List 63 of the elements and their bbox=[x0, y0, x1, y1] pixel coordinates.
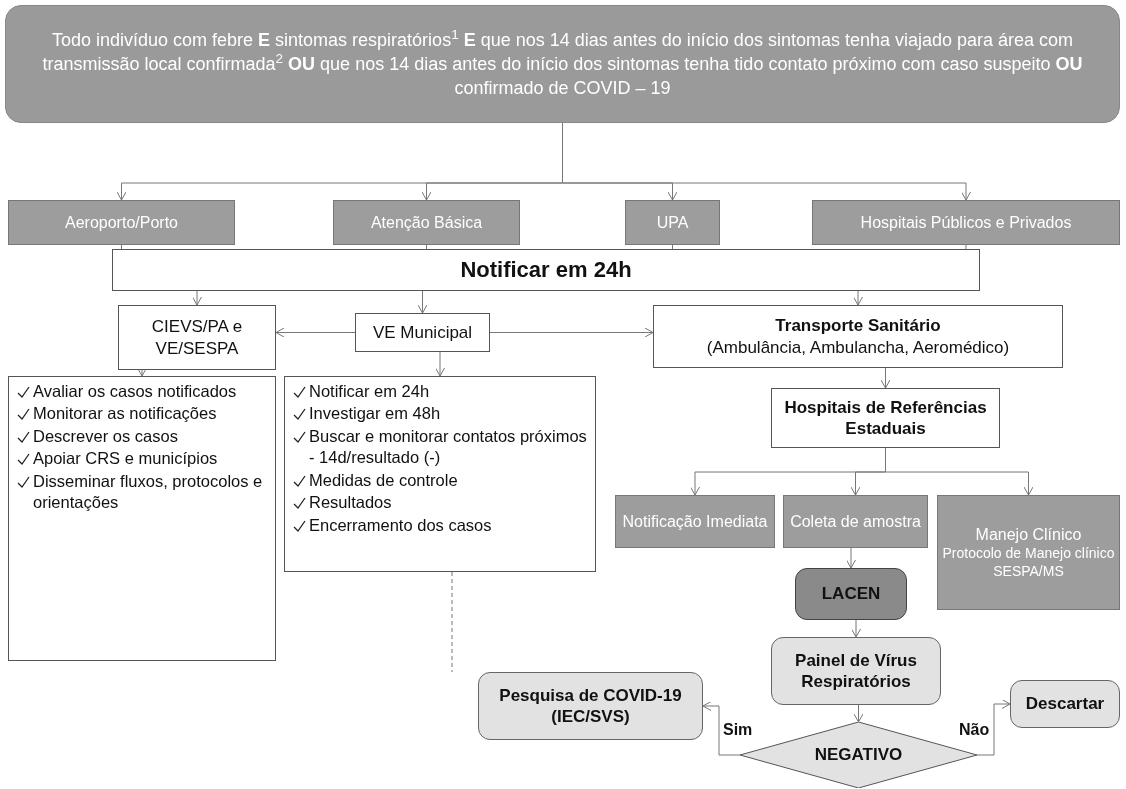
process-box bbox=[771, 388, 1000, 448]
task-text: Encerramento dos casos bbox=[309, 514, 492, 536]
task-text: Buscar e monitorar contatos próximos - 14d/resultado (-) bbox=[309, 425, 587, 469]
connector-arrow bbox=[275, 327, 356, 338]
process-box bbox=[118, 305, 276, 370]
criteria-text: Todo indivíduo com febre E sintomas respiratórios$^{1}$ E que nos 14 dias antes do início dos sintomas tenha viajado para área com transmissão local confirmada$^{2}$ OU que nos 14 dias antes do início dos sintomas tenha tido contato próximo com caso suspeito OU confirmado de COVID – 19 bbox=[41, 27, 1084, 101]
box-title: VE Municipal bbox=[372, 321, 473, 344]
box-title: Notificar em 24h bbox=[460, 256, 632, 284]
box-title: Hospitais Públicos e Privados bbox=[860, 212, 1072, 233]
box-title: Transporte Sanitário bbox=[775, 315, 941, 337]
source-box bbox=[625, 200, 720, 245]
task-text: Disseminar fluxos, protocolos e orientações bbox=[33, 470, 264, 514]
process-box bbox=[653, 305, 1063, 368]
connector-arrow bbox=[846, 547, 856, 569]
box-subtitle: Protocolo de Manejo clínico SESPA/MS bbox=[942, 545, 1115, 580]
box-title: LACEN bbox=[821, 583, 881, 605]
box-subtitle: (Ambulância, Ambulancha, Aeromédico) bbox=[706, 336, 1010, 358]
box-title: CIEVS/PA e VE/SESPA bbox=[150, 316, 244, 359]
lab-box bbox=[795, 568, 907, 620]
box-title: Painel de Vírus Respiratórios bbox=[794, 649, 918, 693]
source-box bbox=[8, 200, 235, 245]
box-title: Atenção Básica bbox=[370, 212, 483, 233]
edge-label: Sim bbox=[722, 722, 754, 738]
connector-arrow bbox=[853, 704, 864, 723]
process-box bbox=[112, 249, 980, 291]
connector-arrow bbox=[435, 351, 445, 377]
connector-arrow bbox=[976, 699, 1011, 756]
connector-arrow bbox=[880, 367, 891, 389]
connector-arrow bbox=[853, 290, 863, 306]
connector-arrow bbox=[489, 327, 654, 338]
task-text: Descrever os casos bbox=[33, 425, 178, 447]
decision-text: NEGATIVO bbox=[814, 744, 903, 767]
box-title: Pesquisa de COVID-19 (IEC/SVS) bbox=[498, 684, 683, 728]
task-text: Avaliar os casos notificados bbox=[33, 381, 237, 402]
task-list-box bbox=[284, 376, 596, 572]
box-title: Hospitais de Referências Estaduais bbox=[783, 396, 988, 440]
task-text: Investigar em 48h bbox=[309, 403, 441, 425]
source-box bbox=[615, 495, 775, 548]
connector-arrow bbox=[192, 290, 202, 306]
task-text: Notificar em 24h bbox=[309, 381, 430, 402]
task-text: Monitorar as notificações bbox=[33, 403, 217, 425]
source-box bbox=[783, 495, 928, 548]
box-title: Coleta de amostra bbox=[790, 511, 921, 532]
box-title: UPA bbox=[656, 212, 689, 233]
task-list-box bbox=[8, 376, 276, 661]
task-text: Resultados bbox=[309, 492, 392, 514]
connector-arrow bbox=[417, 290, 428, 314]
box-title: Notificação Imediata bbox=[622, 511, 768, 532]
box-title: Descartar bbox=[1025, 693, 1105, 715]
source-box bbox=[937, 495, 1120, 610]
rounded-box bbox=[1010, 680, 1120, 728]
source-box bbox=[333, 200, 520, 245]
connector-arrow bbox=[851, 619, 861, 638]
task-text: Medidas de controle bbox=[309, 469, 458, 491]
connector-arrow bbox=[702, 701, 741, 756]
source-box bbox=[812, 200, 1120, 245]
rounded-box bbox=[771, 637, 941, 705]
rounded-box bbox=[478, 672, 703, 740]
box-title: Aeroporto/Porto bbox=[65, 212, 178, 233]
task-text: Apoiar CRS e municípios bbox=[33, 448, 218, 470]
criteria-box bbox=[5, 5, 1120, 123]
process-box bbox=[355, 313, 490, 352]
box-title: Manejo Clínico bbox=[975, 525, 1082, 545]
